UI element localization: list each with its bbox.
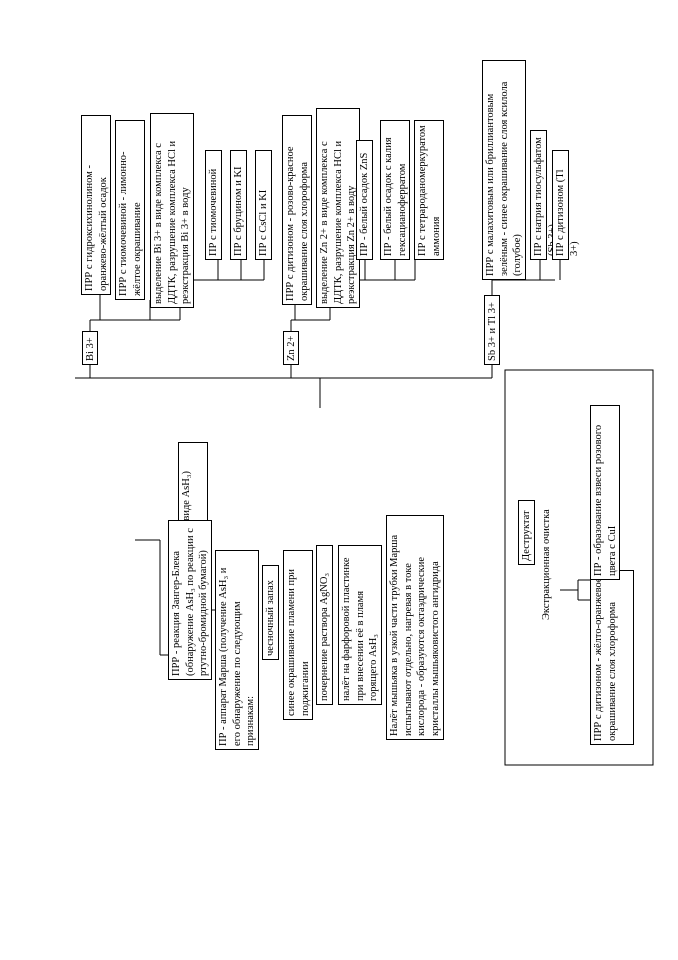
sb-sub-1: ПР с натрия тиосульфатом (Sb 3+) <box>530 130 558 260</box>
branch-bi: Bi 3+ <box>82 331 98 365</box>
marsh-sign-4: налёт на фарфоровой пластинке при внесен… <box>338 545 382 705</box>
marsh-sign-1: чесночный запах <box>262 565 279 660</box>
dithizone-result: ПРР с дитизоном - жёлто-оранжевое окраши… <box>590 570 634 745</box>
marsh-apparatus: ПР - аппарат Марша (получение AsH₃ и его… <box>215 550 259 750</box>
bi-item-3: выделение Bi 3+ в виде комплекса с ДДТК,… <box>150 113 194 308</box>
marsh-sign-2: синее окрашивание пламени при поджигании <box>283 550 313 720</box>
zn-item-1: ПРР с дитизоном - розово-красное окрашив… <box>282 115 312 305</box>
bi-sub-2: ПР с бруцином и KI <box>230 150 247 260</box>
cui-result: ПР - образование взвеси розового цвета с… <box>590 405 620 580</box>
destructate-node: Деструктат <box>518 500 535 565</box>
marsh-sign-3: почернение раствора AgNO₃ <box>316 545 333 705</box>
zn-sub-3: ПР с тетрароданомеркуратом аммония <box>414 120 444 260</box>
zn-sub-1: ПР - белый осадок ZnS <box>356 140 373 260</box>
bi-item-1: ПРР с гидроксихинолином - оранжево-жёлты… <box>81 115 111 295</box>
branch-sb: Sb 3+ и Tl 3+ <box>484 295 500 365</box>
sb-item-1: ПРР с малахитовым или бриллиантовым зелё… <box>482 60 526 280</box>
bi-sub-1: ПР с тиомочевиной <box>205 150 222 260</box>
zn-sub-2: ПР - белый осадок с калия гексацианоферр… <box>380 120 410 260</box>
sb-sub-2: ПР с дитизоном (Tl 3+) <box>552 150 580 260</box>
gutzeit-reaction: ПРР - реакция Зангер-Блека (обнаружение … <box>168 520 212 680</box>
extraction-label: Экстракционная очистка <box>541 509 552 620</box>
bi-item-2: ПРР с тиомочевиной - лимонно-жёлтое окра… <box>115 120 145 300</box>
marsh-note: Налёт мышьяка в узкой части трубки Марша… <box>386 515 444 740</box>
zn-item-2: выделение Zn 2+ в виде комплекса с ДДТК,… <box>316 108 360 308</box>
branch-zn: Zn 2+ <box>283 331 299 365</box>
bi-sub-3: ПР с CsCl и KI <box>255 150 272 260</box>
